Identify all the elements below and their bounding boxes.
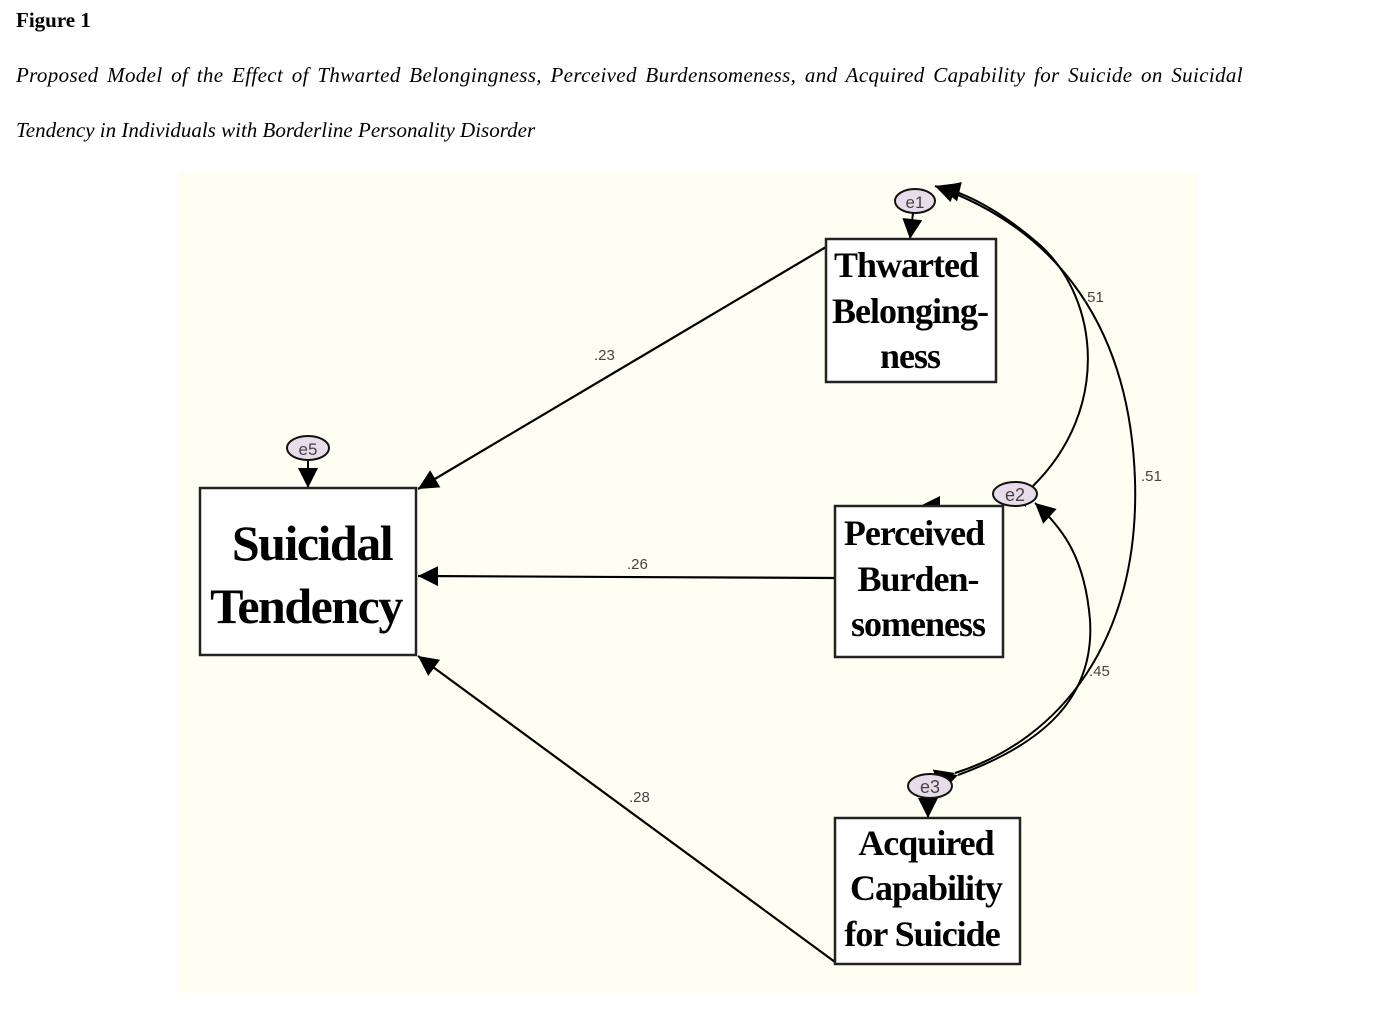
error-e1: e1 [894,188,936,214]
node-thwarted-belongingness: Thwarted Belonging- ness [824,237,998,384]
node-ac-line-1: Acquired [858,823,994,863]
error-e1-label: e1 [906,193,925,212]
node-ac-line-3: for Suicide [844,914,1000,954]
node-pb-line-2: Burden- [857,559,978,599]
path-ac-to-st [417,655,836,963]
coef-pb-st: .26 [627,556,648,573]
error-e5-label: e5 [299,440,318,459]
coef-e1-e2: .51 [1083,289,1104,306]
figure-label: Figure 1 [16,8,91,32]
node-ac-line-2: Capability [850,868,1003,908]
error-e2: e2 [992,481,1038,507]
error-e3-label: e3 [920,777,940,797]
node-acquired-capability: Acquired Capability for Suicide [833,816,1022,966]
coef-e2-e3: .45 [1089,663,1110,680]
figure-caption-line-2: Tendency in Individuals with Borderline … [16,118,536,142]
coef-ac-st: .28 [629,789,650,806]
coef-tb-st: .23 [594,347,615,364]
node-perceived-burdensomeness: Perceived Burden- someness [833,504,1005,659]
arrow-e1-to-tb [902,212,923,240]
covariance-e2-e3 [935,502,1092,792]
node-suicidal-tendency-line-2: Tendency [210,578,403,634]
node-tb-line-3: ness [880,336,941,376]
node-pb-line-1: Perceived [844,513,985,553]
node-tb-line-1: Thwarted [834,245,979,285]
error-e3: e3 [907,773,953,799]
node-tb-line-2: Belonging- [832,291,988,331]
error-e5: e5 [286,435,330,461]
coef-e1-e3: .51 [1141,468,1162,485]
path-tb-to-st [417,246,827,490]
node-suicidal-tendency-line-1: Suicidal [232,515,394,571]
error-e2-label: e2 [1005,485,1025,505]
node-suicidal-tendency: Suicidal Tendency [198,486,418,657]
figure-caption-line-1: Proposed Model of the Effect of Thwarted… [16,63,1243,87]
path-pb-to-st [417,566,836,587]
node-pb-line-3: someness [851,604,986,644]
